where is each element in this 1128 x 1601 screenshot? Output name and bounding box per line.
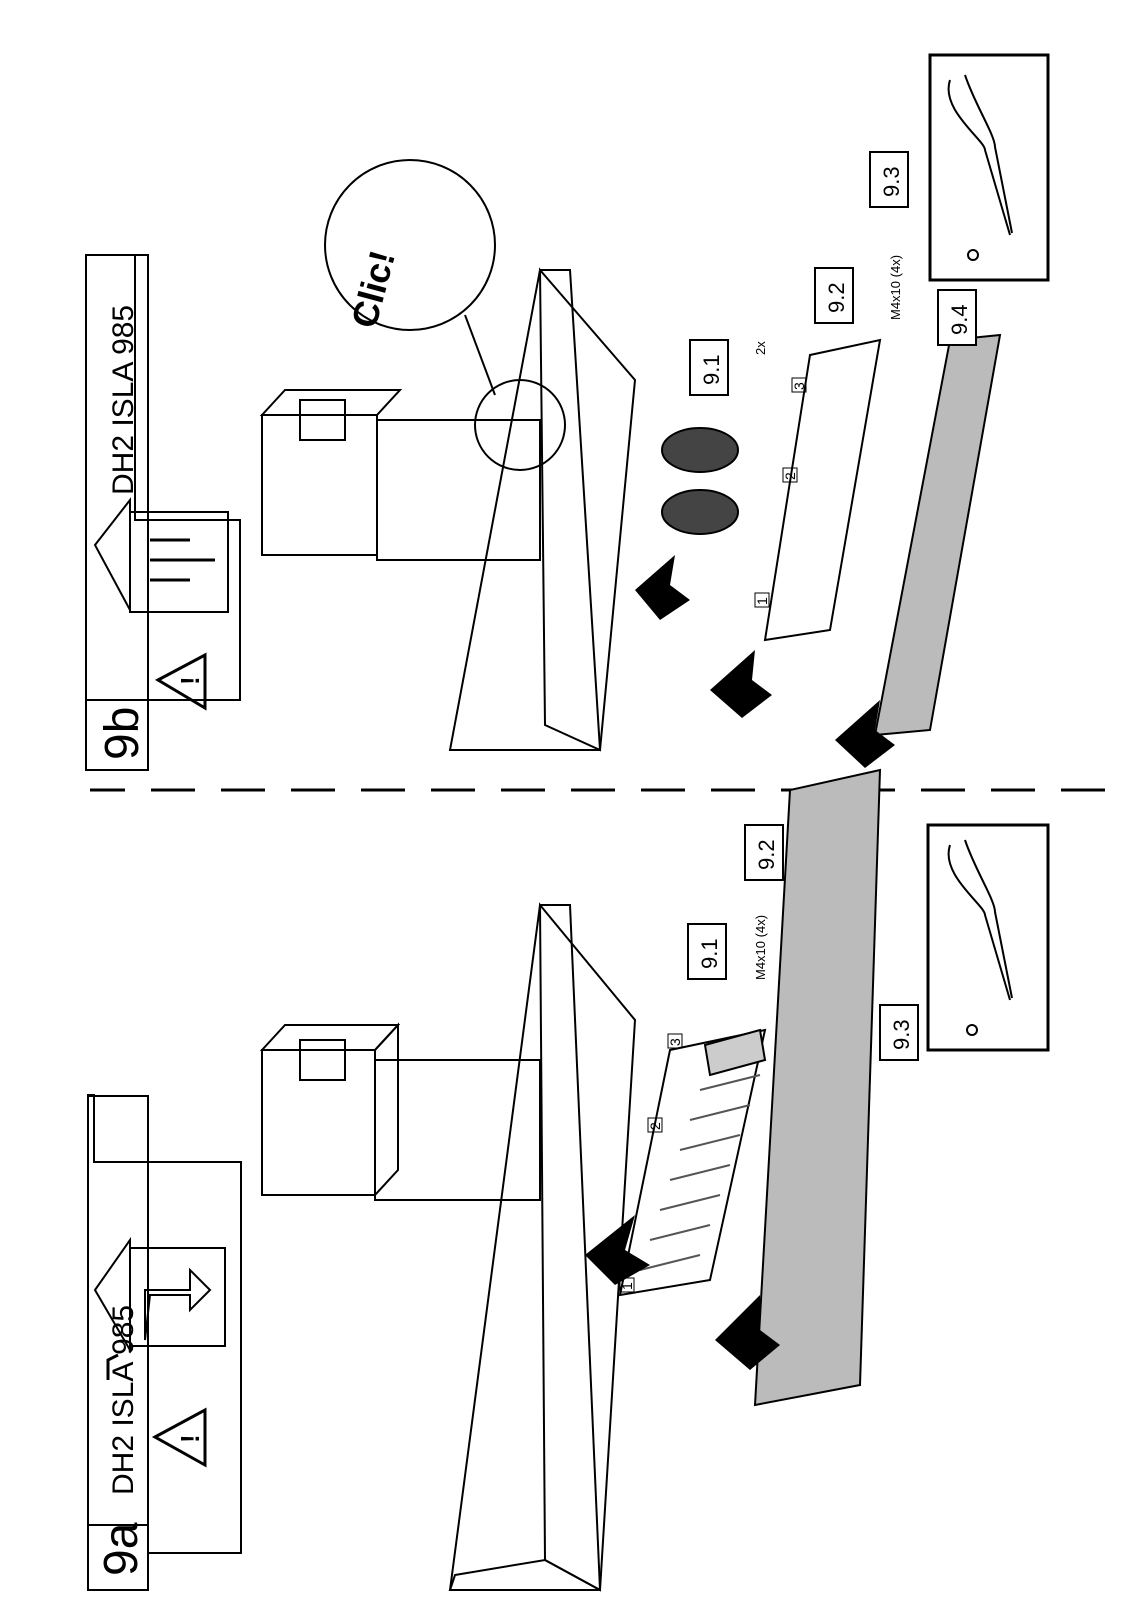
model-box <box>87 1095 149 1591</box>
step-id: 9a <box>95 1522 148 1576</box>
step-1: 1 <box>754 597 770 605</box>
carbon-filter <box>661 427 739 535</box>
lower-filter <box>753 768 882 1407</box>
label-9-3: 9.3 <box>889 1019 914 1050</box>
model-name: DH2 ISLA 985 <box>107 305 140 495</box>
arrow-icon <box>635 555 895 768</box>
grease-filter <box>618 1028 767 1297</box>
step-3: 3 <box>791 382 807 390</box>
screwdriver-box <box>926 823 1050 1052</box>
label-9-1: 9.1 <box>697 938 722 969</box>
label-9-2: 9.2 <box>754 839 779 870</box>
step-1: 1 <box>619 1282 635 1290</box>
model-name: DH2 ISLA 985 <box>107 1305 140 1495</box>
recirculation-hood-icon <box>93 497 229 613</box>
panel-9a: 9a DH2 ISLA 985 ! <box>87 768 1050 1592</box>
label-9-2: 9.2 <box>824 282 849 313</box>
label-9-4: 9.4 <box>947 304 972 335</box>
label-9-3: 9.3 <box>879 166 904 197</box>
svg-text:!: ! <box>175 676 205 685</box>
warning-icon: ! <box>154 652 207 711</box>
screwdriver-icon <box>947 74 1013 261</box>
arrow-icon <box>585 1215 780 1370</box>
step-3: 3 <box>667 1038 683 1046</box>
repeat-count: 2x <box>753 341 768 355</box>
zoom-detail: Clic! <box>324 159 566 471</box>
screw-spec: M4x10 (4x) <box>753 915 768 980</box>
label-9-1: 9.1 <box>699 354 724 385</box>
hood-drawing <box>259 902 637 1592</box>
step-id: 9b <box>96 707 149 760</box>
warning-icon: ! <box>151 1407 207 1468</box>
hood-drawing <box>259 267 637 752</box>
step-2: 2 <box>647 1122 663 1130</box>
step-2: 2 <box>782 472 798 480</box>
screwdriver-icon <box>947 839 1013 1036</box>
lower-filter <box>873 333 1002 737</box>
screwdriver-box <box>928 53 1050 282</box>
click-label: Clic! <box>343 246 403 332</box>
grease-filter <box>763 338 882 642</box>
panel-9b: 9b DH2 ISLA 985 ! <box>85 53 1050 771</box>
ducting-hood-icon <box>93 1236 226 1380</box>
screw-spec: M4x10 (4x) <box>888 255 903 320</box>
svg-text:!: ! <box>175 1434 205 1443</box>
